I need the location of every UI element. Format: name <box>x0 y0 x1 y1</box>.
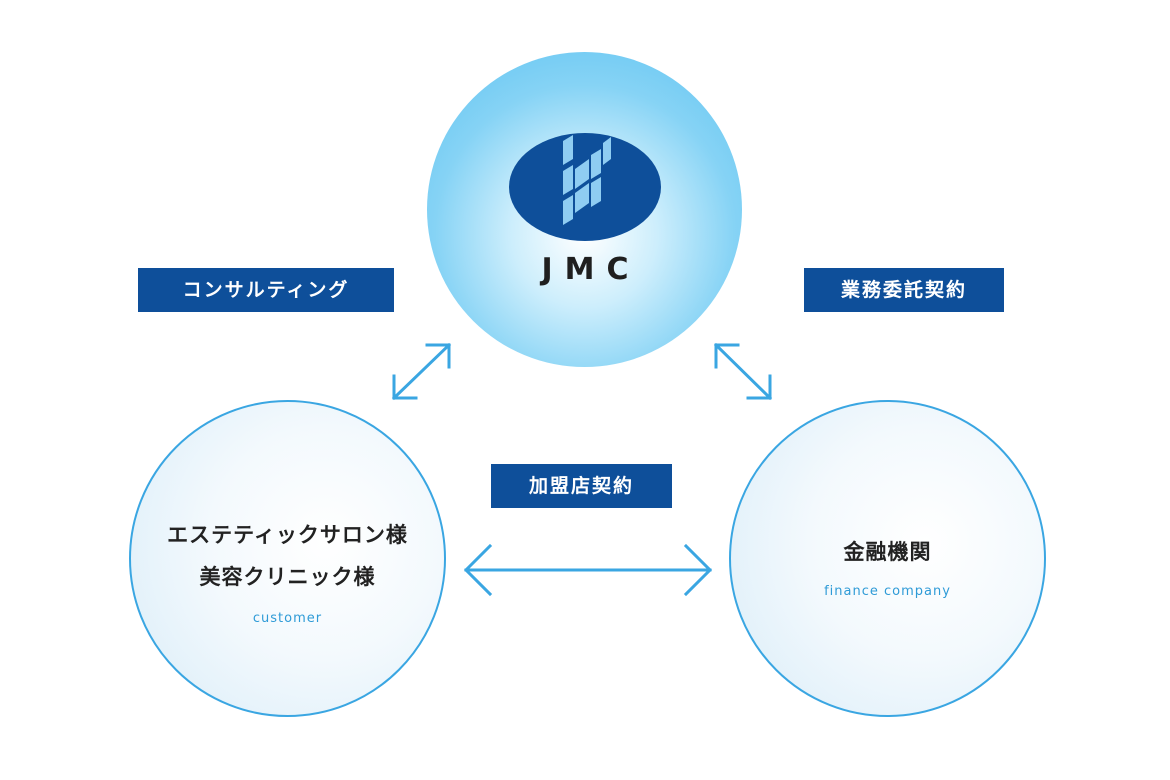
merchant-contract-label: 加盟店契約 <box>491 464 672 508</box>
jmc-logo-text: JMC <box>541 252 641 287</box>
consulting-arrow <box>391 342 452 401</box>
logo-segment <box>563 195 573 225</box>
finance-node-circle <box>729 400 1046 717</box>
finance-title: 金融機関 <box>843 540 932 564</box>
customer-title-line2: 美容クリニック様 <box>199 565 376 589</box>
logo-segment <box>563 135 573 165</box>
customer-subtitle: customer <box>252 611 323 626</box>
merchant-arrow <box>463 543 713 597</box>
outsourcing-contract-label: 業務委託契約 <box>804 268 1004 312</box>
customer-title-line1: エステティックサロン様 <box>167 523 408 547</box>
jmc-logo-icon <box>509 133 661 241</box>
finance-subtitle: finance company <box>824 584 951 599</box>
logo-segment <box>575 159 589 189</box>
consulting-label: コンサルティング <box>138 268 394 312</box>
logo-segment <box>575 183 589 213</box>
outsourcing-arrow <box>713 342 773 401</box>
logo-segment <box>603 137 611 165</box>
logo-segment <box>591 177 601 207</box>
customer-node-circle <box>129 400 446 717</box>
logo-segment <box>591 149 601 179</box>
logo-segment <box>563 165 573 195</box>
